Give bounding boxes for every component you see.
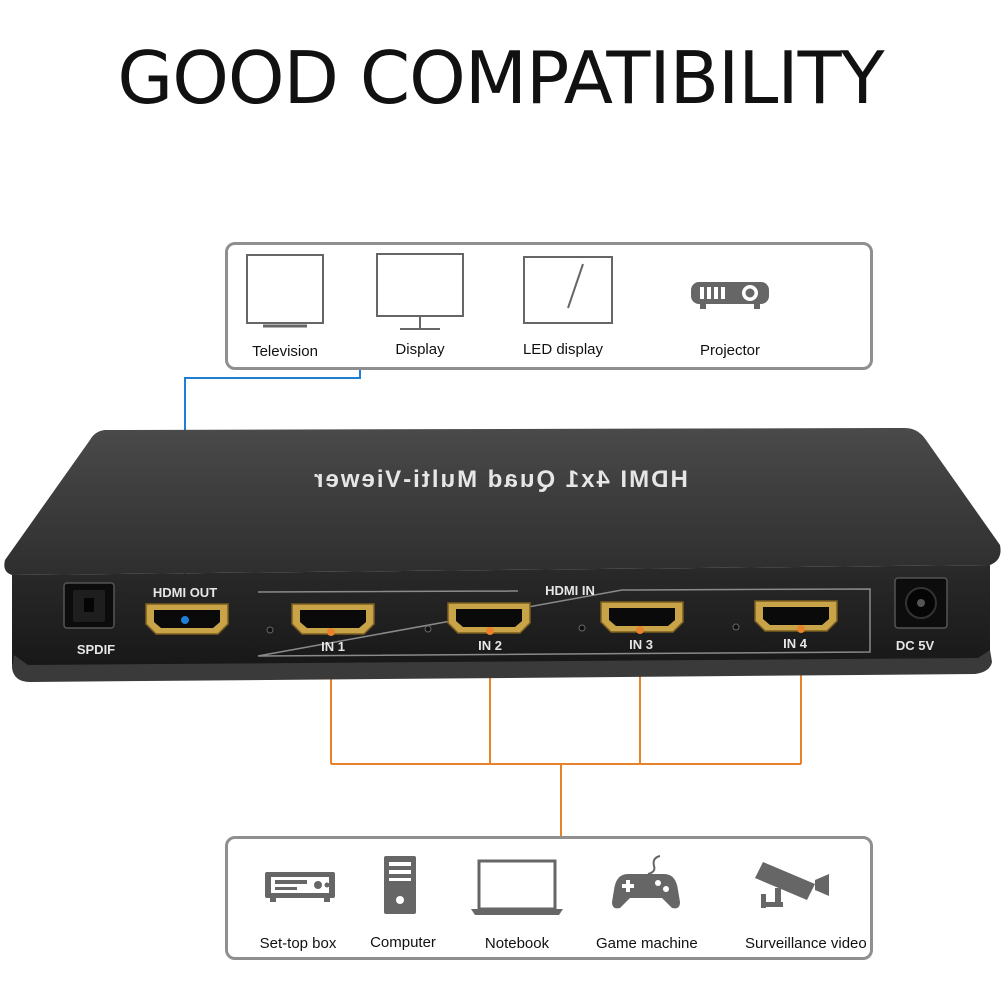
in3-label: IN 3 (629, 637, 653, 652)
hdmi-in-port-3[interactable] (600, 601, 684, 634)
hdmi-in-port-4[interactable] (754, 600, 838, 633)
spdif-port[interactable] (63, 582, 115, 629)
hdmi-in-port-2[interactable] (447, 602, 531, 635)
indicator-leds (266, 623, 740, 634)
input-device-label: Surveillance video (745, 935, 867, 952)
led-display-icon (523, 256, 613, 324)
hdmi-in-label: HDMI IN (545, 583, 595, 598)
hdmi-out-label: HDMI OUT (153, 585, 217, 600)
in4-label: IN 4 (783, 636, 808, 651)
input-device-label: Set-top box (259, 935, 337, 952)
output-device-label: Projector (699, 342, 761, 359)
television-icon (246, 254, 324, 328)
dc-5v-label: DC 5V (896, 638, 935, 653)
headline: GOOD COMPATIBILITY (117, 36, 884, 120)
input-device-label: Computer (370, 934, 436, 951)
input-device-surveillance-video: Surveillance video (745, 850, 867, 960)
device-top-label: HDMI 4x1 Quad Multi-Viewer (312, 466, 688, 493)
input-device-notebook: Notebook (467, 850, 567, 960)
output-device-label: Television (252, 343, 318, 360)
set-top-box-icon (265, 872, 335, 902)
output-device-projector: Projector (680, 252, 780, 364)
input-device-set-top-box: Set-top box (248, 850, 348, 960)
laptop-icon (471, 859, 563, 915)
output-device-label: LED display (522, 341, 604, 358)
output-device-display: Display (370, 252, 470, 364)
monitor-icon (376, 253, 464, 330)
computer-tower-icon (384, 856, 416, 914)
hdmi-in-port-1[interactable] (291, 603, 375, 636)
hdmi-out-port[interactable] (145, 603, 229, 635)
output-device-television: Television (235, 252, 335, 364)
output-device-led-display: LED display (513, 252, 613, 364)
output-device-label: Display (395, 341, 445, 358)
gamepad-icon (612, 855, 680, 909)
input-device-game-machine: Game machine (596, 850, 698, 960)
input-device-label: Game machine (596, 935, 698, 952)
input-device-label: Notebook (484, 935, 550, 952)
input-device-computer: Computer (353, 850, 453, 960)
cctv-camera-icon (755, 862, 829, 908)
dc-power-jack[interactable] (894, 577, 948, 629)
projector-icon (691, 282, 769, 309)
spdif-label: SPDIF (77, 642, 115, 657)
hdmi-in-frame (257, 588, 871, 657)
in2-label: IN 2 (478, 638, 502, 653)
in1-label: IN 1 (321, 639, 345, 654)
